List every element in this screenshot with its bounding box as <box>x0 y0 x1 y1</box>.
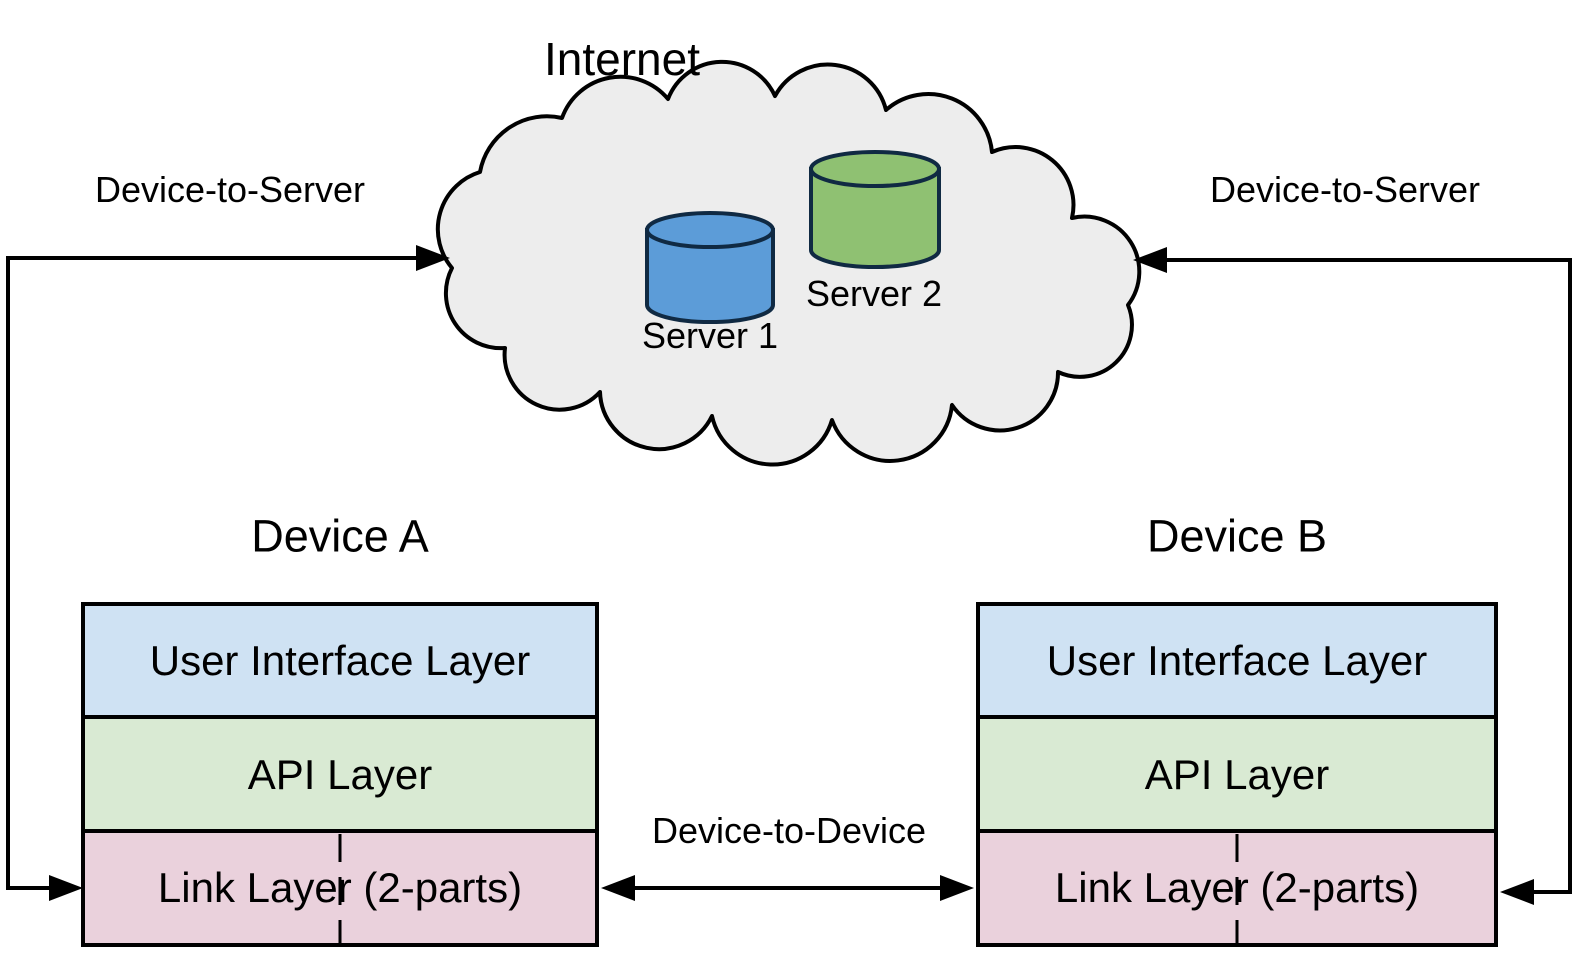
server1-label: Server 1 <box>641 315 779 356</box>
device-b-link-layer-label: Link Layer (2-parts) <box>1054 864 1420 911</box>
right-device-to-server-label: Device-to-Server <box>1209 169 1481 210</box>
internet-cloud-shape <box>435 59 1142 467</box>
arrowhead-into-device-b <box>1500 879 1534 905</box>
device-to-device-arrow <box>601 875 974 901</box>
arrowhead-into-cloud-right <box>1133 247 1167 273</box>
left-device-to-server-connector <box>6 245 450 901</box>
server1-cylinder-top <box>645 211 775 249</box>
arrowhead-into-device-a <box>49 875 83 901</box>
arrowhead-device-to-device-right <box>940 875 974 901</box>
device-a-link-layer-label: Link Layer (2-parts) <box>157 864 523 911</box>
right-device-to-server-connector <box>1133 247 1572 905</box>
server1-cylinder <box>645 211 775 324</box>
device-b-ui-layer-box <box>976 602 1498 719</box>
server2-cylinder-top <box>809 150 941 188</box>
device-a-ui-layer-box <box>81 602 599 719</box>
device-b-api-layer-label: API Layer <box>1144 751 1330 798</box>
device-a-api-layer-label: API Layer <box>247 751 433 798</box>
left-device-to-server-label: Device-to-Server <box>94 169 366 210</box>
device-to-device-label: Device-to-Device <box>651 810 927 851</box>
device-b-title: Device B <box>1146 510 1328 562</box>
server2-label: Server 2 <box>805 273 943 314</box>
server2-cylinder <box>809 150 941 269</box>
device-a-title: Device A <box>251 510 429 562</box>
server1-cylinder-body <box>645 228 775 324</box>
device-b-ui-layer-label: User Interface Layer <box>1046 637 1428 684</box>
internet-label: Internet <box>544 33 700 85</box>
server2-cylinder-body <box>809 167 941 269</box>
device-a-ui-layer-label: User Interface Layer <box>149 637 531 684</box>
arrowhead-into-cloud-left <box>416 245 450 271</box>
device-a-api-layer-box <box>81 715 599 833</box>
arrowhead-device-to-device-left <box>601 875 635 901</box>
